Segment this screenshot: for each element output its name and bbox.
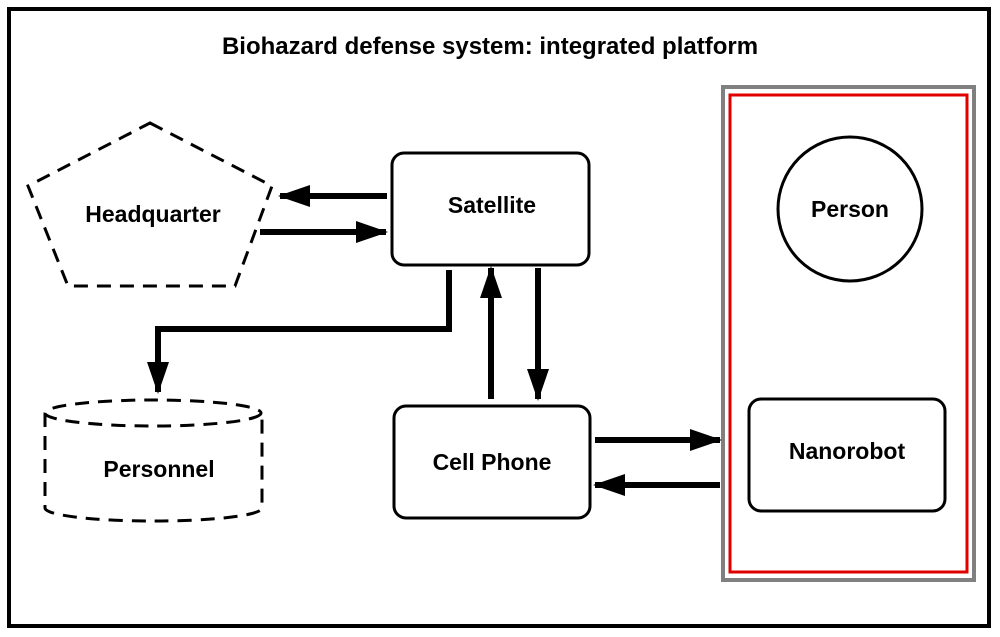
satellite-node: Satellite: [390, 151, 591, 267]
container-inner-border: [728, 93, 969, 574]
cell-phone-node: Cell Phone: [392, 404, 592, 520]
person-circle: [776, 135, 924, 283]
satellite-box: [390, 151, 591, 267]
nanorobot-box: [747, 397, 947, 513]
personnel-cylinder-top: [43, 398, 263, 428]
cell-phone-label: Cell Phone: [433, 449, 552, 475]
headquarter-label: Headquarter: [85, 201, 221, 227]
container-outer-border: [721, 85, 976, 582]
satellite-label: Satellite: [448, 192, 536, 218]
headquarter-node: Headquarter: [26, 121, 274, 288]
nanorobot-label: Nanorobot: [789, 438, 906, 464]
diagram-title: Biohazard defense system: integrated pla…: [222, 33, 758, 60]
arrow-satellite-to-personnel: [147, 270, 452, 394]
outer-frame: [7, 7, 991, 628]
personnel-label: Personnel: [103, 456, 214, 482]
personnel-cylinder-body: [43, 413, 264, 523]
person-node: Person: [776, 135, 924, 283]
headquarter-pentagon-shape: [26, 121, 274, 288]
cell-phone-box: [392, 404, 592, 520]
person-label: Person: [811, 196, 889, 222]
nanorobot-node: Nanorobot: [747, 397, 947, 513]
personnel-node: Personnel: [43, 398, 264, 523]
